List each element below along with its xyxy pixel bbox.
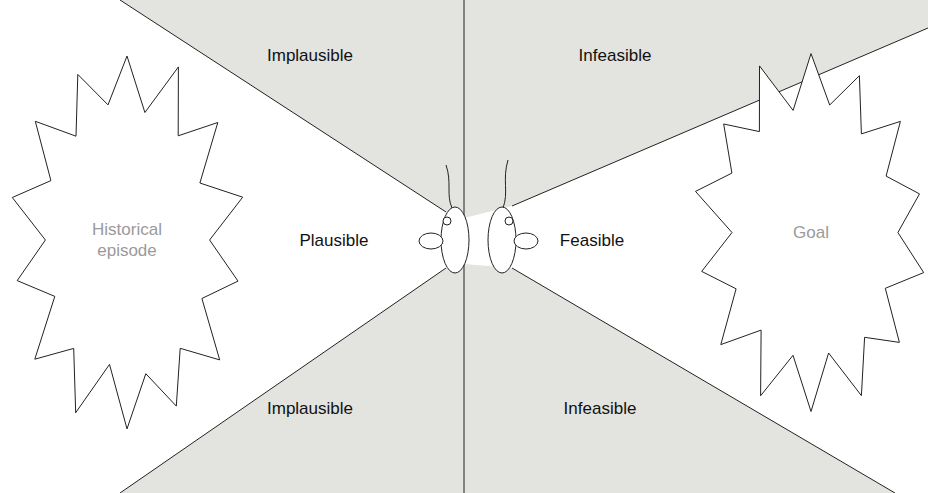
starburst-shape: Goal (690, 45, 928, 420)
star-label: Goal (756, 222, 866, 243)
region-label: Implausible (267, 45, 353, 66)
starburst-shape: Historical episode (6, 45, 248, 435)
starburst-outline (696, 54, 924, 412)
region-label: Infeasible (564, 398, 637, 419)
nose (514, 233, 538, 249)
hair-line (446, 165, 452, 208)
eye (441, 207, 469, 273)
region-label: Implausible (267, 398, 353, 419)
starburst-outline (12, 56, 242, 429)
region-label: Feasible (560, 230, 624, 251)
starburst-outline (6, 45, 248, 435)
region-label: Infeasible (579, 45, 652, 66)
star-label: Historical episode (72, 219, 182, 261)
nose (419, 233, 443, 249)
pupil (505, 217, 513, 225)
hair-line (503, 160, 508, 208)
pupil (443, 217, 451, 225)
region-label: Plausible (300, 230, 369, 251)
eye (488, 207, 516, 273)
